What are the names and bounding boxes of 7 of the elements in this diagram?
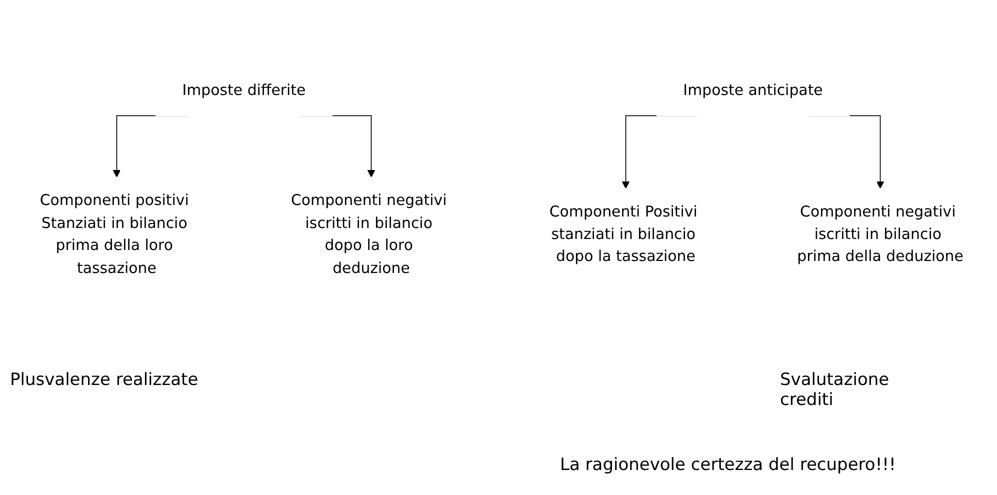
note-text: La ragionevole certezza del recupero!!!	[560, 455, 896, 475]
example-text: Svalutazione crediti	[780, 370, 890, 410]
node-text: Componenti positivi Stanziati in bilancio prima della loro tassazione	[40, 192, 189, 277]
node-text: Componenti Positivi stanziati in bilancio dopo la tassazione	[549, 203, 698, 266]
example-text: Plusvalenze realizzate	[10, 370, 198, 390]
node-text: Componenti negativi iscritti in bilancio dopo la loro deduzione	[291, 192, 447, 277]
node-text: Componenti negativi iscritti in bilancio prima della deduzione	[797, 203, 964, 266]
